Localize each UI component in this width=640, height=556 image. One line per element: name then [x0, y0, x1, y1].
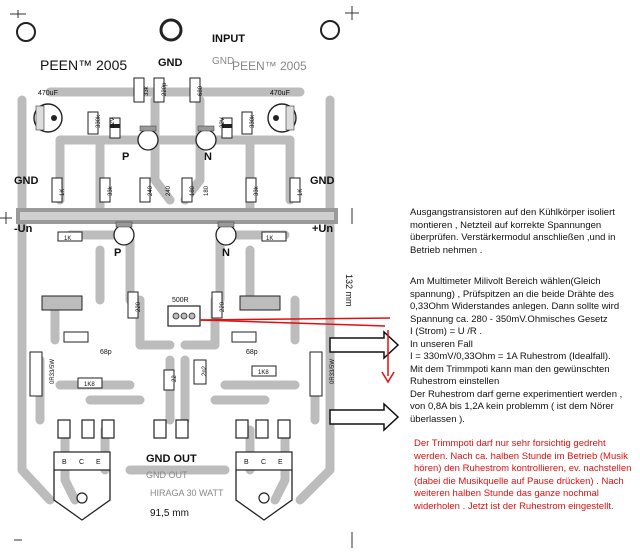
- label-gnd-right: GND: [310, 175, 335, 187]
- transistor-n-top: [195, 125, 217, 151]
- pin-b-left: B: [62, 459, 67, 466]
- label-n-mid: N: [222, 247, 230, 259]
- label-470uf-left: 470uF: [38, 90, 58, 97]
- label-1k-d: 1K: [266, 236, 273, 242]
- label-22v-left: 22V: [110, 117, 116, 128]
- transistor-p-top: [137, 125, 159, 151]
- label-plus-un: +Un: [312, 223, 333, 235]
- note-measurement-line: In unseren Fall: [410, 338, 473, 350]
- label-minus-un: -Un: [14, 223, 33, 235]
- label-220p: 220p: [162, 82, 168, 96]
- note-measurement-line: I = 330mV/0,33Ohm = 1A Ruhestrom (Idealf…: [410, 351, 611, 362]
- label-gnd-out-mirrored: GND OUT: [146, 470, 188, 480]
- note-measurement-line: Der Ruhestrom darf gerne experimentiert …: [410, 388, 623, 425]
- label-33k-c: 33k: [254, 185, 260, 196]
- transistor-p-mid: [113, 221, 135, 246]
- label-hiraga-mirrored: HIRAGA 30 WATT: [150, 488, 224, 498]
- label-220a: 220: [136, 301, 142, 312]
- label-22v-right: 22V: [220, 117, 226, 128]
- note-trimpot-warning: Der Trimmpoti darf nur sehr forsichtig g…: [414, 438, 632, 512]
- output-pads: [57, 419, 291, 439]
- label-180b: 180: [204, 185, 210, 196]
- label-1k-c: 1K: [64, 236, 71, 242]
- note-measurement-line: I (Strom) = U /R .: [410, 326, 483, 337]
- dimension-width: 91,5 mm: [150, 508, 189, 519]
- driver-pads: [41, 295, 281, 311]
- dimension-height: 132 mm: [344, 274, 354, 307]
- label-220b: 220: [220, 301, 226, 312]
- pin-c-right: C: [261, 459, 266, 466]
- crop-marks: [0, 6, 359, 548]
- label-33k-b: 33k: [108, 185, 114, 196]
- label-p-top: P: [122, 151, 129, 163]
- label-22: 22: [172, 375, 178, 382]
- note-measurement-line: Mit dem Trimmpoti kann man den gewünscht…: [410, 363, 610, 388]
- note-measurement-line: Am Multimeter Milivolt Bereich wählen(Gl…: [410, 276, 620, 325]
- output-transistor-left: [53, 451, 111, 521]
- logo-peen: PEEN™ 2005: [40, 57, 127, 73]
- label-p-mid: P: [114, 247, 121, 259]
- label-n-top: N: [204, 151, 212, 163]
- label-180a: 180: [190, 185, 196, 196]
- pin-e-right: E: [278, 459, 283, 466]
- label-240a: 240: [148, 185, 154, 196]
- label-033-right: 0R33/5W: [330, 359, 336, 384]
- transistor-n-mid: [215, 221, 237, 246]
- label-33k: 33k: [144, 85, 150, 96]
- label-1k8-right: 1K8: [258, 370, 269, 376]
- label-input: INPUT: [212, 33, 245, 45]
- label-gnd-left: GND: [14, 175, 39, 187]
- label-470uf-right: 470uF: [270, 90, 290, 97]
- cap-470uf-left-symbol: [33, 103, 63, 133]
- label-330k-right: 330k: [250, 114, 256, 128]
- label-1k8-left: 1K8: [84, 382, 95, 388]
- label-2n2: 2n2: [202, 365, 208, 376]
- label-500r: 500R: [172, 297, 189, 304]
- label-240b: 240: [166, 185, 172, 196]
- mount-hole-left: [16, 22, 36, 42]
- pin-c-left: C: [79, 459, 84, 466]
- label-1k-a: 1K: [60, 189, 66, 196]
- label-1k-b: 1K: [298, 189, 304, 196]
- arrow-to-trimpot: [199, 317, 395, 384]
- output-transistor-right: [235, 451, 293, 521]
- note-mounting: Ausgangstransistoren auf den Kühlkörper …: [410, 207, 616, 256]
- pin-b-right: B: [244, 459, 249, 466]
- label-gnd-top: GND: [158, 57, 183, 69]
- cap-470uf-right-symbol: [267, 103, 297, 133]
- mount-hole-right: [320, 20, 340, 40]
- logo-peen-mirrored: PEEN™ 2005: [232, 59, 307, 73]
- label-gnd-out: GND OUT: [146, 453, 197, 465]
- label-680: 680: [198, 85, 204, 96]
- label-330k-left: 330k: [96, 114, 102, 128]
- mount-hole-center: [159, 18, 183, 42]
- pin-e-left: E: [96, 459, 101, 466]
- trimpot-500r: [167, 305, 201, 327]
- label-gnd-top-mirrored: GND: [212, 56, 234, 67]
- label-68p-left: 68p: [100, 349, 112, 356]
- arrow-to-033-resistor: [329, 330, 400, 360]
- label-033-left: 0R33/5W: [50, 359, 56, 384]
- arrow-to-ruhestrom: [329, 402, 400, 432]
- resistor-outlines: [29, 77, 323, 397]
- note-measurement: Am Multimeter Milivolt Bereich wählen(Gl…: [410, 276, 638, 426]
- label-68p-right: 68p: [246, 349, 258, 356]
